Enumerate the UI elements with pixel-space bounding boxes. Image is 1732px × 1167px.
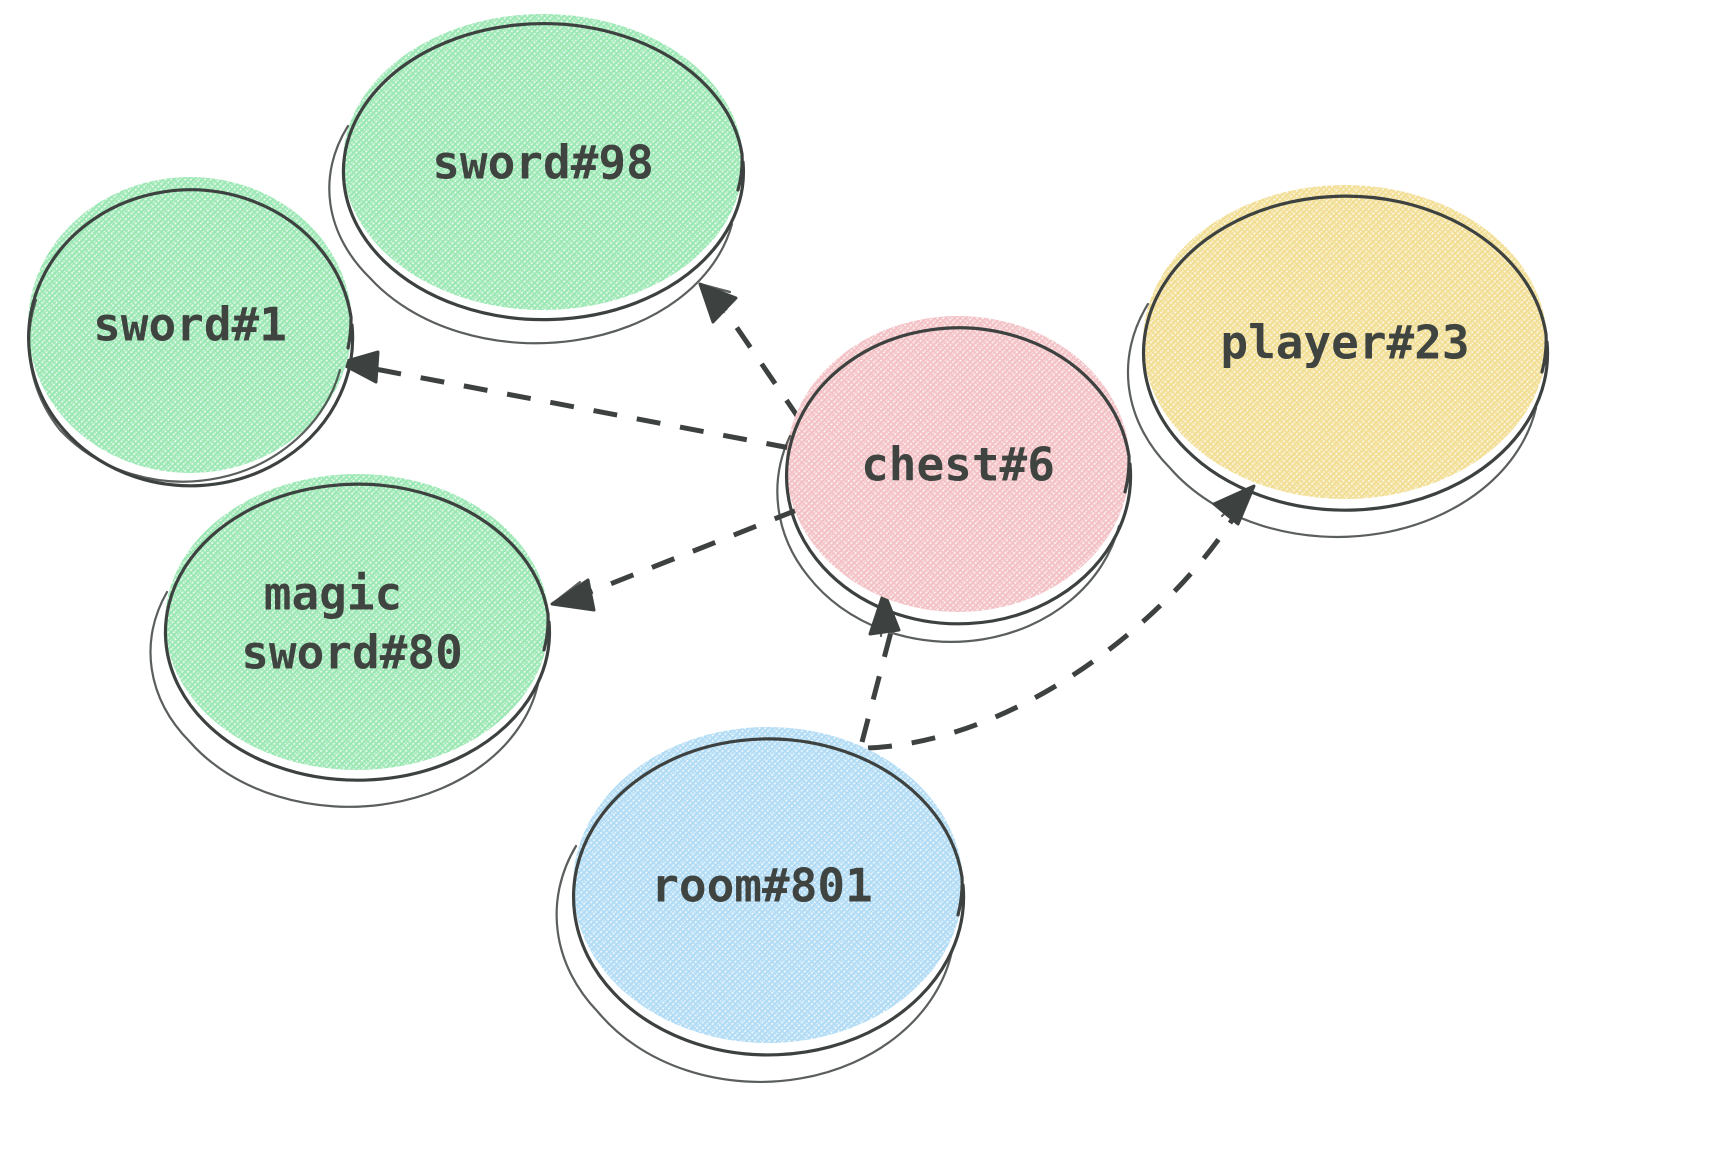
node-sword98[interactable]: sword#98 <box>328 14 746 345</box>
node-sword1[interactable]: sword#1 <box>27 177 355 488</box>
edge-room801-to-chest6[interactable] <box>859 590 901 743</box>
node-player23[interactable]: player#23 <box>1126 185 1550 539</box>
edge-chest6-to-sword1[interactable] <box>338 350 791 451</box>
nodes-layer: sword#1 sword#98 magic sword#80 <box>27 14 1550 1083</box>
node-room801[interactable]: room#801 <box>555 727 966 1083</box>
node-chest6[interactable]: chest#6 <box>776 316 1133 643</box>
edge-chest6-to-magicsword80[interactable] <box>550 507 798 612</box>
edges-layer <box>338 282 1256 751</box>
node-magicsword80[interactable]: magic sword#80 <box>149 474 552 808</box>
edge-chest6-to-sword98[interactable] <box>698 282 803 422</box>
